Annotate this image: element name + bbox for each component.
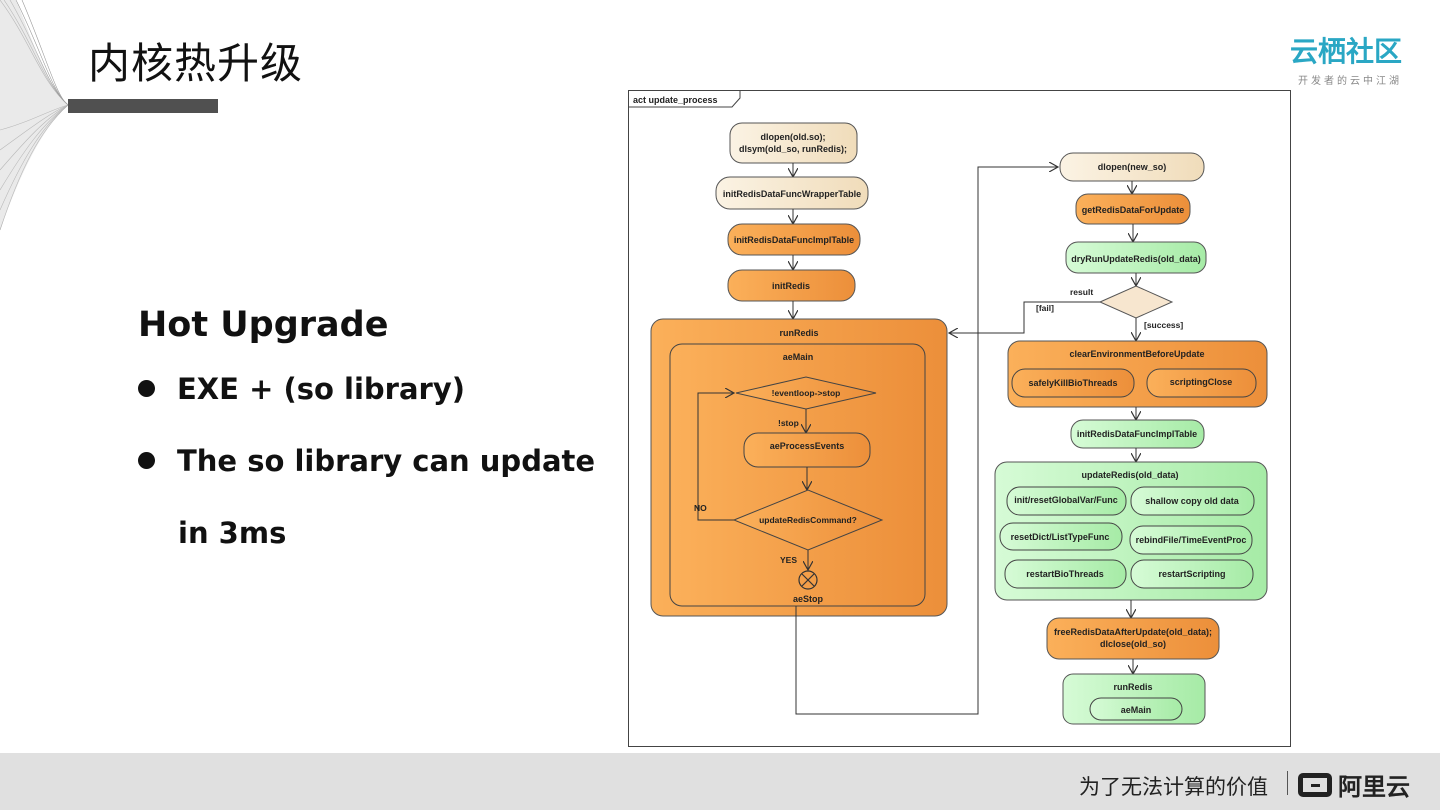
svg-text:dryRunUpdateRedis(old_data): dryRunUpdateRedis(old_data) <box>1071 254 1201 264</box>
container-update-redis: updateRedis(old_data) init/resetGlobalVa… <box>995 462 1267 600</box>
svg-text:initRedisDataFuncWrapperTable: initRedisDataFuncWrapperTable <box>723 189 861 199</box>
logo-tagline: 开发者的云中江湖 <box>1290 72 1402 87</box>
svg-text:dlopen(new_so): dlopen(new_so) <box>1098 162 1167 172</box>
node-ae-process-events: aeProcessEvents <box>744 433 870 467</box>
footer-divider <box>1287 771 1288 795</box>
footer-bar: 为了无法计算的价值 阿里云 <box>0 753 1440 810</box>
container-run-redis-2: runRedis aeMain <box>1063 674 1205 724</box>
node-init-redis: initRedis <box>728 270 855 301</box>
guard-success: [success] <box>1144 320 1183 330</box>
node-free-redis-data: freeRedisDataAfterUpdate(old_data); dlcl… <box>1047 618 1219 659</box>
svg-text:!eventloop->stop: !eventloop->stop <box>772 388 841 398</box>
slide-title: 内核热升级 <box>88 30 303 91</box>
node-get-redis-data: getRedisDataForUpdate <box>1076 194 1190 224</box>
logo-name: 云栖社区 <box>1290 30 1402 70</box>
section-heading: Hot Upgrade <box>138 305 388 345</box>
svg-text:getRedisDataForUpdate: getRedisDataForUpdate <box>1082 205 1185 215</box>
aliyun-bracket-icon <box>1298 773 1332 797</box>
svg-text:init/resetGlobalVar/Func: init/resetGlobalVar/Func <box>1014 495 1118 505</box>
svg-text:aeMain: aeMain <box>1121 705 1152 715</box>
svg-text:rebindFile/TimeEventProc: rebindFile/TimeEventProc <box>1136 535 1247 545</box>
svg-text:initRedisDataFuncImplTable: initRedisDataFuncImplTable <box>1077 429 1197 439</box>
svg-text:updateRedisCommand?: updateRedisCommand? <box>759 515 857 525</box>
svg-text:dlclose(old_so): dlclose(old_so) <box>1100 639 1166 649</box>
label-ae-stop: aeStop <box>793 594 824 604</box>
label-result: result <box>1070 287 1093 297</box>
bullet-2-continuation: in 3ms <box>178 516 286 550</box>
aliyun-logo: 阿里云 <box>1298 767 1410 802</box>
svg-text:aeProcessEvents: aeProcessEvents <box>770 441 845 451</box>
bullet-2: The so library can update <box>138 444 595 478</box>
svg-text:initRedis: initRedis <box>772 281 810 291</box>
container-clear-environment: clearEnvironmentBeforeUpdate safelyKillB… <box>1008 341 1267 407</box>
node-dlopen-new: dlopen(new_so) <box>1060 153 1204 181</box>
bullet-1: EXE + (so library) <box>138 372 465 406</box>
svg-text:shallow copy old data: shallow copy old data <box>1145 496 1240 506</box>
svg-text:updateRedis(old_data): updateRedis(old_data) <box>1081 470 1178 480</box>
guard-no: NO <box>694 503 707 513</box>
node-init-wrapper-table: initRedisDataFuncWrapperTable <box>716 177 868 209</box>
title-underline <box>68 99 218 113</box>
svg-text:aeMain: aeMain <box>783 352 814 362</box>
activity-diagram: act update_process dlopen(old.so); dlsym… <box>628 90 1292 748</box>
bullet-2-text: The so library can update <box>177 444 595 478</box>
yunqi-logo: 云栖社区 开发者的云中江湖 <box>1290 30 1402 87</box>
frame-label: act update_process <box>633 95 718 105</box>
node-dlopen-old: dlopen(old.so); dlsym(old_so, runRedis); <box>730 123 857 163</box>
svg-text:safelyKillBioThreads: safelyKillBioThreads <box>1028 378 1117 388</box>
svg-text:dlopen(old.so);: dlopen(old.so); <box>761 132 826 142</box>
node-init-impl-table: initRedisDataFuncImplTable <box>728 224 860 255</box>
svg-text:runRedis: runRedis <box>1113 682 1152 692</box>
guard-stop: !stop <box>778 418 799 428</box>
footer-slogan: 为了无法计算的价值 <box>1079 771 1268 801</box>
svg-text:dlsym(old_so, runRedis);: dlsym(old_so, runRedis); <box>739 144 847 154</box>
svg-text:runRedis: runRedis <box>779 328 818 338</box>
guard-yes: YES <box>780 555 797 565</box>
svg-text:resetDict/ListTypeFunc: resetDict/ListTypeFunc <box>1011 532 1110 542</box>
svg-text:restartScripting: restartScripting <box>1158 569 1225 579</box>
svg-text:clearEnvironmentBeforeUpdate: clearEnvironmentBeforeUpdate <box>1069 349 1204 359</box>
node-init-impl-table-2: initRedisDataFuncImplTable <box>1071 420 1204 448</box>
brand-name: 阿里云 <box>1338 773 1410 801</box>
svg-text:scriptingClose: scriptingClose <box>1170 377 1233 387</box>
svg-text:freeRedisDataAfterUpdate(old_d: freeRedisDataAfterUpdate(old_data); <box>1054 627 1212 637</box>
svg-text:restartBioThreads: restartBioThreads <box>1026 569 1104 579</box>
bullet-dot-icon <box>138 380 155 397</box>
node-dry-run-update: dryRunUpdateRedis(old_data) <box>1066 242 1206 273</box>
bullet-1-text: EXE + (so library) <box>177 372 465 406</box>
guard-fail: [fail] <box>1036 303 1054 313</box>
svg-text:initRedisDataFuncImplTable: initRedisDataFuncImplTable <box>734 235 854 245</box>
bullet-dot-icon <box>138 452 155 469</box>
